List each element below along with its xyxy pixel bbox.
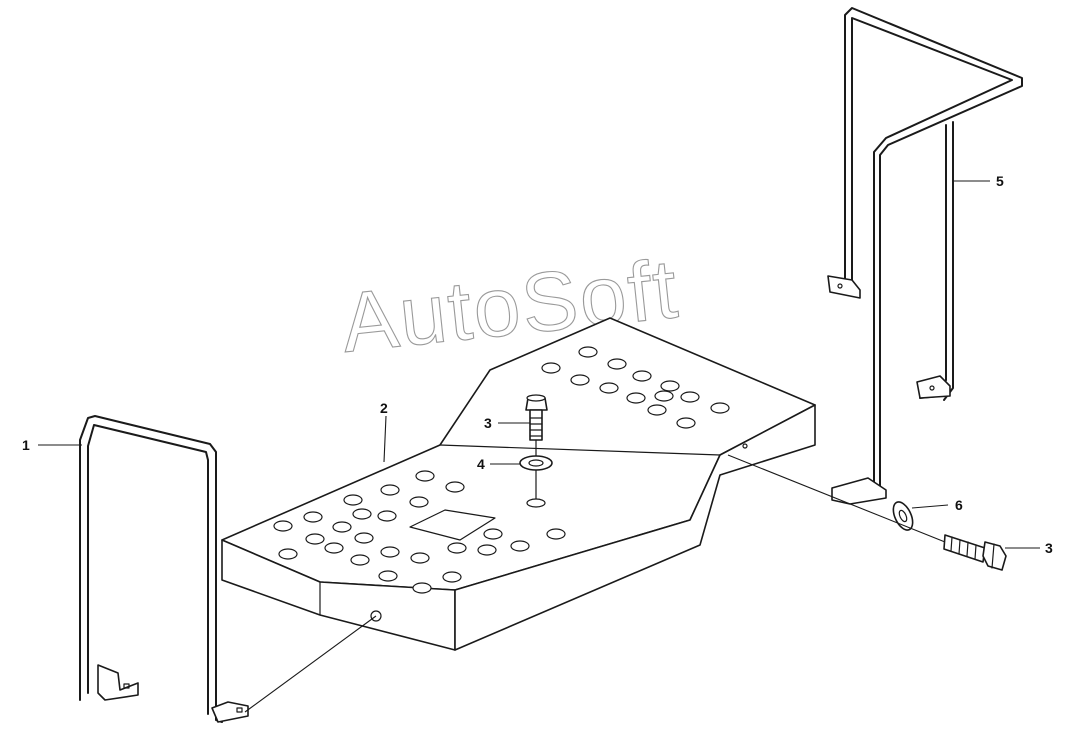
washer-part-6: [892, 501, 914, 531]
callout-6: 6: [955, 497, 963, 513]
right-assembly-axis: [727, 454, 946, 543]
bracket-part-1: [79, 415, 249, 723]
bracket-part-5: [827, 7, 1023, 505]
washer-part-4: [519, 455, 553, 471]
callout-5: 5: [996, 173, 1004, 189]
callout-4: 4: [477, 456, 485, 472]
platform-part-2: [221, 317, 816, 651]
callout-3-lower: 3: [1045, 540, 1053, 556]
callout-1: 1: [22, 437, 30, 453]
callout-2: 2: [380, 400, 388, 416]
platform-holes: [273, 346, 730, 594]
bolt-part-3-lower: [943, 534, 1007, 571]
bolt-part-3-upper: [525, 394, 548, 508]
left-assembly-axis: [244, 615, 377, 713]
callout-3-upper: 3: [484, 415, 492, 431]
